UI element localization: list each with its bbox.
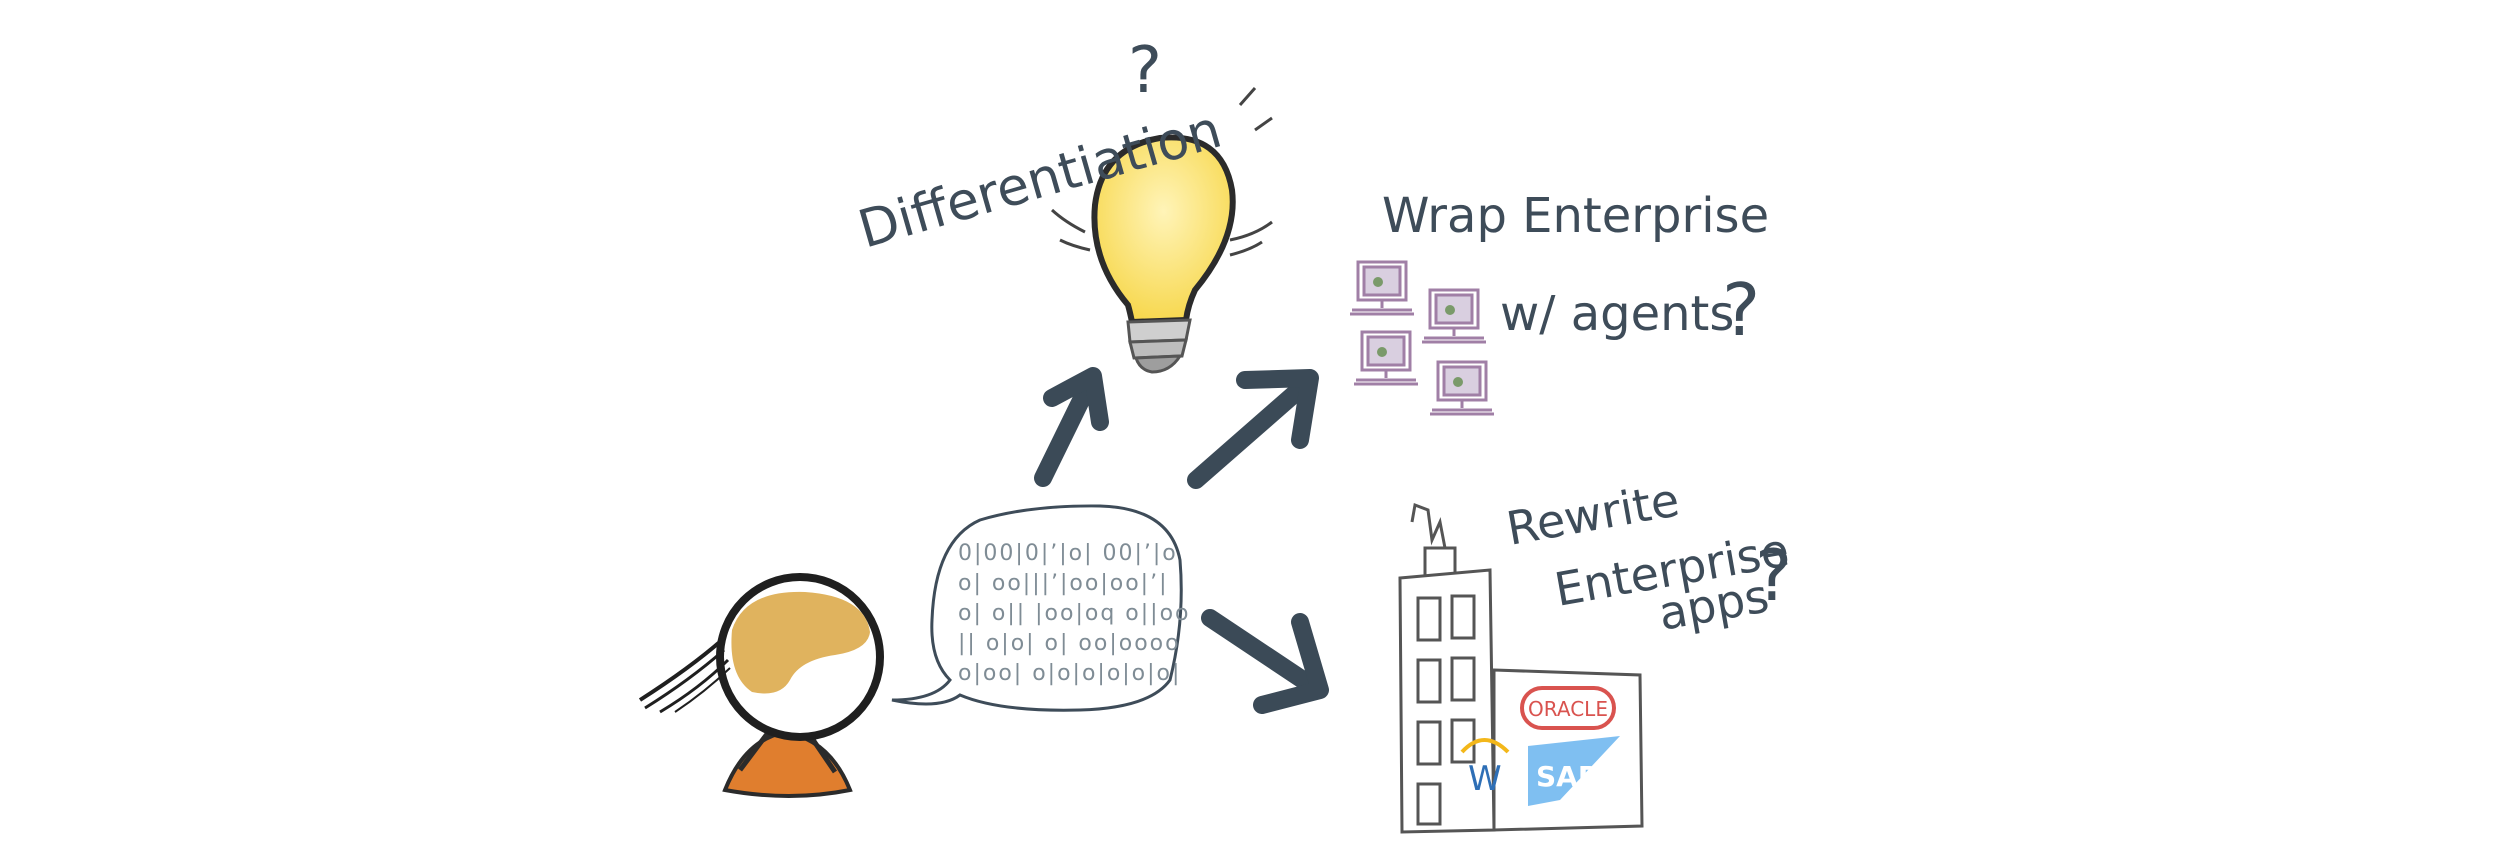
- monitor-icon: [1430, 360, 1494, 416]
- lightbulb-icon: [1050, 87, 1273, 374]
- rewrite-question-mark: ?: [1755, 535, 1792, 617]
- oracle-logo-text: ORACLE: [1528, 697, 1608, 721]
- monitor-icon: [1350, 260, 1414, 316]
- person-face: [731, 591, 870, 694]
- binary-row: 0|00|0|’|o| 00|’|o: [958, 541, 1178, 566]
- binary-row: o|oo| o|o|o|o|o|o|: [958, 661, 1181, 686]
- oracle-logo: ORACLE: [1520, 686, 1616, 730]
- arrows: [1034, 367, 1329, 714]
- agent-monitors: [1350, 260, 1494, 416]
- binary-row: || o|o| o| oo|oooo: [958, 631, 1181, 656]
- arrow-to-differentiation: [1034, 367, 1109, 487]
- speech-bubble: 0|00|0|’|o| 00|’|o o| oo|||’|oo|oo|’| o|…: [891, 504, 1191, 712]
- sap-logo-text: SAP: [1536, 760, 1598, 793]
- workday-logo: W: [1460, 738, 1510, 799]
- monitor-icon: [1354, 330, 1418, 386]
- binary-row: o| oo|||’|oo|oo|’|: [958, 571, 1169, 596]
- sap-logo: SAP: [1528, 736, 1620, 806]
- wrap-enterprise-label: Wrap Enterprise: [1382, 188, 1769, 244]
- binary-text: 0|00|0|’|o| 00|’|o o| oo|||’|oo|oo|’| o|…: [958, 541, 1191, 686]
- workday-logo-text: W: [1468, 759, 1502, 799]
- rewrite-label: Rewrite: [1503, 472, 1684, 555]
- rewrite-labels: Rewrite Enterprise apps: [1503, 472, 1793, 640]
- wrap-question-mark: ?: [1722, 268, 1760, 352]
- monitor-icon: [1422, 288, 1486, 344]
- binary-row: o| o|| |oo|oq o||oo: [958, 601, 1191, 626]
- person-figure: [638, 573, 884, 798]
- wrap-agents-label: w/ agents: [1500, 286, 1734, 342]
- arrow-to-rewrite-enterprise: [1201, 609, 1329, 714]
- differentiation-question-mark: ?: [1128, 34, 1162, 108]
- arrow-to-wrap-enterprise: [1187, 369, 1319, 489]
